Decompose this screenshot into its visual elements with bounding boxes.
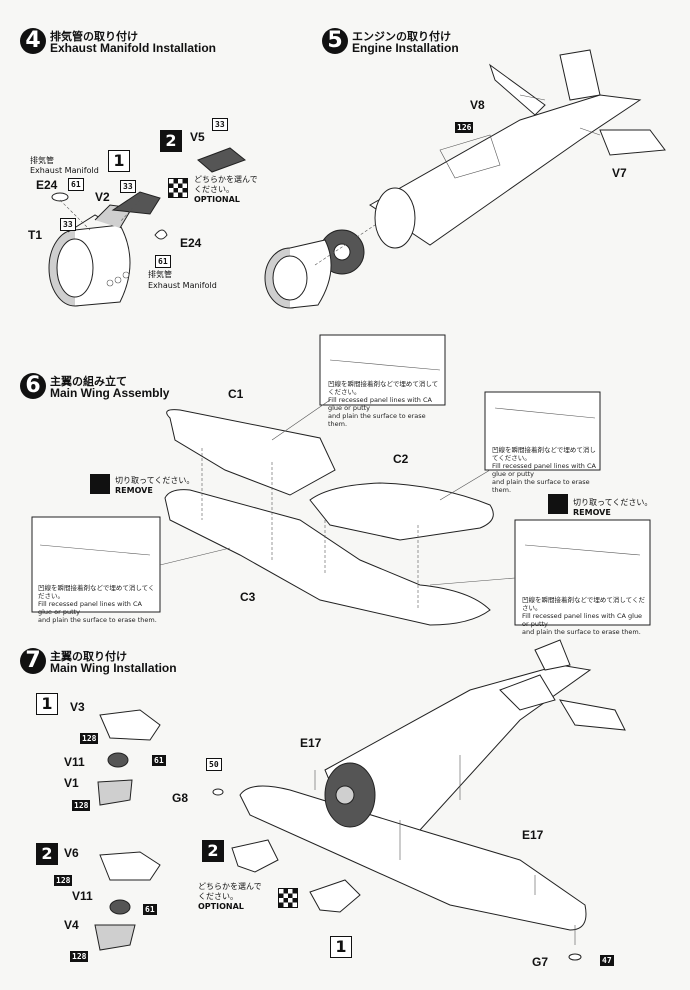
code-33-a: 33	[120, 180, 136, 193]
part-v2: V2	[95, 190, 110, 204]
panel-note-3: 凹線を瞬間接着剤などで埋めて消してください。 Fill recessed pan…	[38, 584, 158, 624]
optional-jp-2: ください。	[194, 185, 234, 194]
part-v3: V3	[70, 700, 85, 714]
panel-note-1-en-2: and plain the surface to erase them.	[328, 412, 426, 428]
step-7-option-2: 2	[36, 843, 58, 865]
part-c2: C2	[393, 452, 409, 466]
step-5-title-en: Engine Installation	[352, 41, 459, 55]
optional-en: OPTIONAL	[194, 195, 240, 204]
panel-note-4-jp: 凹線を瞬間接着剤などで埋めて消してください。	[522, 596, 645, 612]
part-v11-a: V11	[64, 755, 85, 769]
remove-jp-1: 切り取ってください。	[115, 476, 195, 485]
aircraft-step7-drawing	[94, 639, 626, 961]
exhaust-label2-jp: 排気管	[148, 270, 172, 279]
optional-jp-1: どちらかを選んで	[194, 175, 258, 184]
part-v8: V8	[470, 98, 485, 112]
part-g8: G8	[172, 791, 189, 805]
code-61-step7-b: 61	[143, 904, 157, 915]
exhaust-parts-step4	[51, 147, 247, 240]
step-4-title-jp: 排気管の取り付け	[50, 30, 138, 43]
cowling-t1-drawing	[48, 204, 133, 307]
code-61-a: 61	[68, 178, 84, 191]
code-33-c: 33	[212, 118, 228, 131]
step-4-title-en: Exhaust Manifold Installation	[50, 41, 217, 55]
remove-en-2: REMOVE	[573, 508, 611, 517]
wing-assembly-drawing	[31, 334, 651, 626]
part-v4: V4	[64, 918, 79, 932]
part-e17-b: E17	[522, 828, 544, 842]
exhaust-label-jp: 排気管	[30, 156, 54, 165]
exhaust-label-en: Exhaust Manifold	[30, 166, 99, 175]
optional-jp-1-step7: どちらかを選んで	[198, 882, 262, 891]
panel-note-1-jp: 凹線を瞬間接着剤などで埋めて消してください。	[328, 380, 439, 396]
part-v11-b: V11	[72, 889, 93, 903]
exhaust-label2-en: Exhaust Manifold	[148, 281, 217, 290]
code-47: 47	[600, 955, 614, 966]
code-61-step7-a: 61	[152, 755, 166, 766]
step-7-option-1: 1	[36, 693, 58, 715]
step-4-option-2: 2	[160, 130, 182, 152]
panel-note-3-en-1: Fill recessed panel lines with CA glue o…	[38, 600, 142, 616]
part-e24-right: E24	[180, 236, 202, 250]
part-e24-left: E24	[36, 178, 58, 192]
panel-note-3-en-2: and plain the surface to erase them.	[38, 616, 157, 624]
part-v5: V5	[190, 130, 205, 144]
panel-note-4: 凹線を瞬間接着剤などで埋めて消してください。 Fill recessed pan…	[522, 596, 648, 636]
part-v1: V1	[64, 776, 79, 790]
panel-note-1: 凹線を瞬間接着剤などで埋めて消してください。 Fill recessed pan…	[328, 380, 443, 428]
optional-jp-2-step7: ください。	[198, 892, 238, 901]
step-6-title-jp: 主翼の組み立て	[50, 375, 127, 388]
panel-note-1-en-1: Fill recessed panel lines with CA glue o…	[328, 396, 432, 412]
part-c3: C3	[240, 590, 256, 604]
code-128-b: 128	[72, 800, 91, 811]
remove-cutter-icon-2	[548, 494, 568, 514]
code-50: 50	[206, 758, 222, 771]
panel-note-2-jp: 凹線を瞬間接着剤などで埋めて消してください。	[492, 446, 596, 462]
code-61-b: 61	[155, 255, 171, 268]
step-7-option-1b: 1	[330, 936, 352, 958]
step-6-number: 6	[20, 373, 46, 399]
part-g7: G7	[532, 955, 549, 969]
panel-note-2-en-2: and plain the surface to erase them.	[492, 478, 590, 494]
step-7-title-en: Main Wing Installation	[50, 661, 177, 675]
panel-note-2: 凹線を瞬間接着剤などで埋めて消してください。 Fill recessed pan…	[492, 446, 600, 494]
step-6-title-en: Main Wing Assembly	[50, 386, 170, 400]
code-128-d: 128	[70, 951, 89, 962]
panel-note-2-en-1: Fill recessed panel lines with CA glue o…	[492, 462, 596, 478]
step-4-number: 4	[20, 28, 46, 54]
part-e17-a: E17	[300, 736, 322, 750]
code-128-a: 128	[80, 733, 99, 744]
step-7-number: 7	[20, 648, 46, 674]
optional-icon	[168, 178, 188, 198]
step-7-title-jp: 主翼の取り付け	[50, 650, 127, 663]
step-5-number: 5	[322, 28, 348, 54]
panel-note-3-jp: 凹線を瞬間接着剤などで埋めて消してください。	[38, 584, 155, 600]
step-7-option-2b: 2	[202, 840, 224, 862]
remove-cutter-icon	[90, 474, 110, 494]
step-5-title-jp: エンジンの取り付け	[352, 30, 451, 43]
fuselage-step5-drawing	[264, 49, 666, 309]
code-33-b: 33	[60, 218, 76, 231]
part-t1: T1	[28, 228, 43, 242]
part-c1: C1	[228, 387, 244, 401]
code-126: 126	[455, 122, 474, 133]
remove-jp-2: 切り取ってください。	[573, 498, 653, 507]
code-128-c: 128	[54, 875, 73, 886]
step-4-option-1: 1	[108, 150, 130, 172]
optional-icon-step7	[278, 888, 298, 908]
panel-note-4-en-1: Fill recessed panel lines with CA glue o…	[522, 612, 643, 628]
part-v6: V6	[64, 846, 79, 860]
remove-en-1: REMOVE	[115, 486, 153, 495]
part-v7: V7	[612, 166, 627, 180]
optional-en-step7: OPTIONAL	[198, 902, 244, 911]
panel-note-4-en-2: and plain the surface to erase them.	[522, 628, 641, 636]
